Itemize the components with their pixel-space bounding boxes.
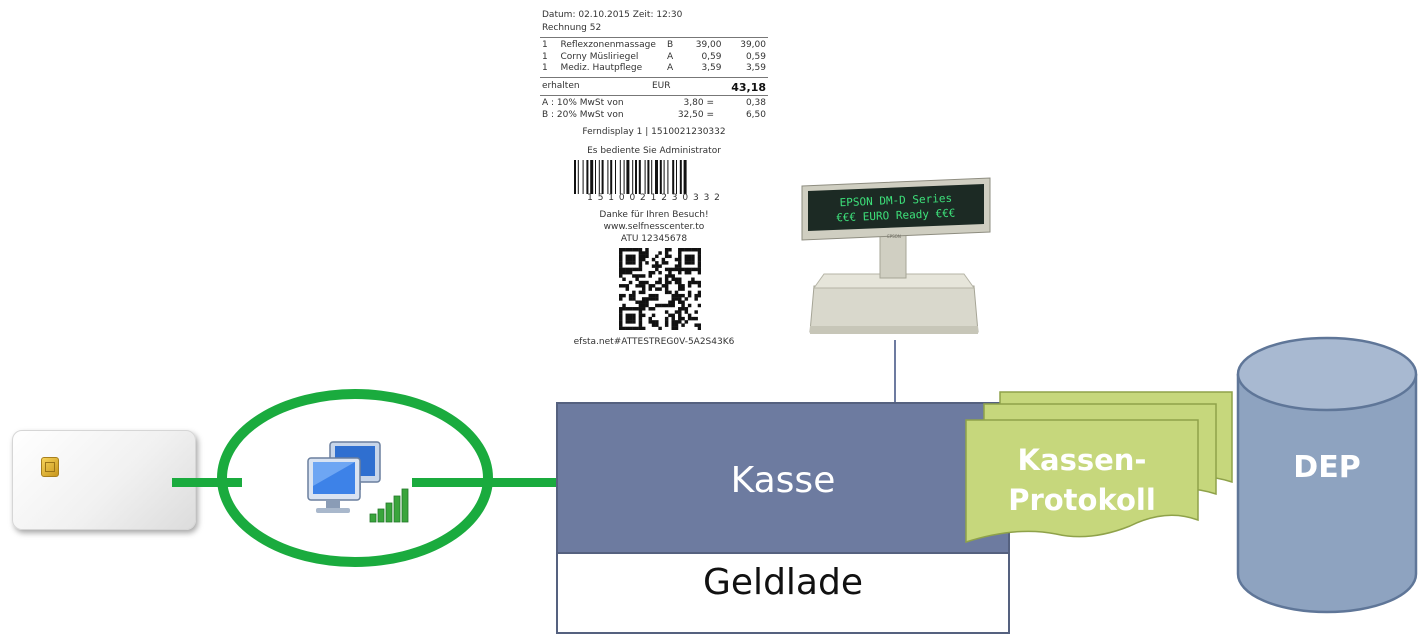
receipt-item: 1 Corny Müsliriegel A 0,59 0,59 (542, 52, 766, 62)
receipt-item: 1 Mediz. Hautpflege A 3,59 3,59 (542, 63, 766, 73)
vat-base: 3,80 = (683, 98, 714, 108)
kasse-box: Kasse (556, 402, 1010, 554)
received-total: 43,18 (731, 81, 766, 94)
vat-label: B : 20% MwSt von (542, 110, 624, 120)
item-total: 3,59 (745, 63, 766, 73)
receipt-received-row: erhalten EUR 43,18 (542, 81, 766, 94)
dep-database-icon (1236, 336, 1418, 614)
display-line-1: EPSON DM-D Series (839, 192, 952, 210)
item-price: 0,59 (701, 52, 722, 62)
receipt-divider (540, 95, 768, 96)
signal-bars-icon (369, 488, 409, 523)
display-brand: EPSON (887, 234, 901, 239)
vat-base: 32,50 = (677, 110, 714, 120)
chip-icon (41, 457, 59, 477)
vat-label: A : 10% MwSt von (542, 98, 624, 108)
smart-card (12, 430, 196, 530)
kasse-label: Kasse (730, 460, 836, 501)
display-line-2: €€€ EURO Ready €€€ (836, 207, 956, 225)
receipt-thanks: Danke für Ihren Besuch! (599, 210, 709, 220)
item-name: Corny Müsliriegel (560, 52, 639, 62)
item-total: 39,00 (740, 40, 766, 50)
highlight-ellipse (217, 389, 493, 567)
barcode-icon (574, 160, 687, 194)
receipt: Datum: 02.10.2015 Zeit: 12:30 Rechnung 5… (536, 0, 772, 360)
item-qty: 1 (542, 63, 548, 73)
receipt-divider (540, 37, 768, 38)
item-price: 39,00 (695, 40, 722, 50)
dep-label: DEP (1293, 450, 1361, 485)
connection-line-left (172, 478, 242, 487)
protokoll-line-2: Protokoll (1008, 483, 1156, 517)
qr-code-icon (619, 248, 701, 330)
receipt-display-line: Ferndisplay 1 | 1510021230332 (582, 127, 726, 137)
receipt-vat-row: A : 10% MwSt von 3,80 = 0,38 (542, 98, 766, 108)
protokoll-line-1: Kassen- (1017, 443, 1147, 477)
receipt-divider (540, 77, 768, 78)
item-tax: B (667, 40, 674, 50)
geldlade-label: Geldlade (703, 562, 863, 603)
vat-amount: 0,38 (745, 98, 766, 108)
item-name: Reflexzonenmassage (560, 40, 656, 50)
kassen-protokoll-documents-icon (965, 391, 1233, 544)
item-tax: A (667, 63, 674, 73)
display-connector (894, 340, 896, 402)
received-currency: EUR (652, 81, 671, 91)
item-tax: A (667, 52, 674, 62)
item-name: Mediz. Hautpflege (560, 63, 643, 73)
item-price: 3,59 (701, 63, 722, 73)
receipt-website: www.selfnesscenter.to (603, 222, 705, 232)
item-qty: 1 (542, 52, 548, 62)
receipt-served-by: Es bediente Sie Administrator (587, 146, 721, 156)
receipt-invoice: Rechnung 52 (542, 23, 602, 33)
network-highlight (217, 389, 493, 567)
item-total: 0,59 (745, 52, 766, 62)
vat-amount: 6,50 (745, 110, 766, 120)
receipt-vat-row: B : 20% MwSt von 32,50 = 6,50 (542, 110, 766, 120)
item-qty: 1 (542, 40, 548, 50)
network-computers-icon (307, 441, 381, 513)
receipt-item: 1 Reflexzonenmassage B 39,00 39,00 (542, 40, 766, 50)
barcode-digits: 1 5 1 0 0 2 1 2 3 0 3 3 2 (587, 193, 721, 203)
geldlade-box: Geldlade (556, 554, 1010, 634)
kassen-protokoll-label: Kassen- Protokoll (966, 440, 1198, 520)
customer-display-icon: EPSON DM-D Series €€€ EURO Ready €€€ EPS… (801, 177, 991, 334)
received-label: erhalten (542, 81, 580, 91)
receipt-header-line: Datum: 02.10.2015 Zeit: 12:30 (542, 10, 683, 20)
receipt-atu: ATU 12345678 (620, 234, 688, 244)
receipt-footer: efsta.net#ATTESTREG0V-5A2S43K6 (573, 337, 735, 347)
